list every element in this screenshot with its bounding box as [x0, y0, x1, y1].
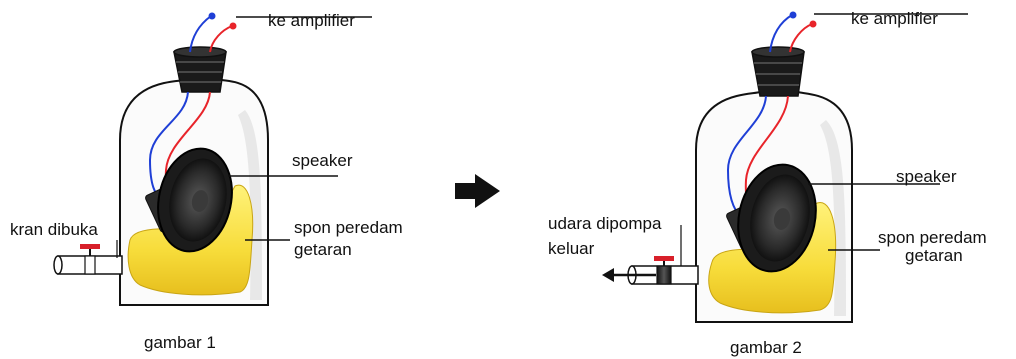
- figure-1: [53, 12, 372, 306]
- wire-end-blue: [789, 11, 797, 19]
- valve: [627, 256, 699, 285]
- figure-1-caption: gambar 1: [144, 333, 216, 352]
- wire-end-blue: [208, 12, 216, 20]
- figure-2: [602, 11, 968, 323]
- arrow-left-icon: [602, 268, 656, 282]
- rubber-stopper: [751, 46, 805, 97]
- rubber-stopper: [173, 46, 227, 93]
- speaker: [145, 147, 233, 253]
- figure-1-sponge-label-line2: getaran: [294, 240, 352, 259]
- figure-2-speaker-label: speaker: [896, 167, 957, 186]
- figure-2-caption: gambar 2: [730, 338, 802, 357]
- figure-2-amplifier-label: ke amplifier: [851, 9, 938, 28]
- jar-shading: [820, 120, 846, 316]
- figure-2-sponge-label-line2: getaran: [905, 246, 963, 265]
- figure-2-sponge-label-line1: spon peredam: [878, 228, 987, 247]
- figure-2-pump-label-line1: udara dipompa: [548, 214, 662, 233]
- figure-1-amplifier-label: ke amplifier: [268, 11, 355, 30]
- figure-1-sponge-label-line1: spon peredam: [294, 218, 403, 237]
- figure-1-speaker-label: speaker: [292, 151, 353, 170]
- speaker: [726, 163, 817, 273]
- figure-2-pump-label-line2: keluar: [548, 239, 595, 258]
- wire-end-red: [229, 22, 237, 30]
- figure-1-valve-label: kran dibuka: [10, 220, 98, 239]
- wire-end-red: [809, 20, 817, 28]
- jar-shading: [238, 110, 262, 300]
- valve: [53, 244, 123, 275]
- arrow-right-icon: [455, 174, 500, 208]
